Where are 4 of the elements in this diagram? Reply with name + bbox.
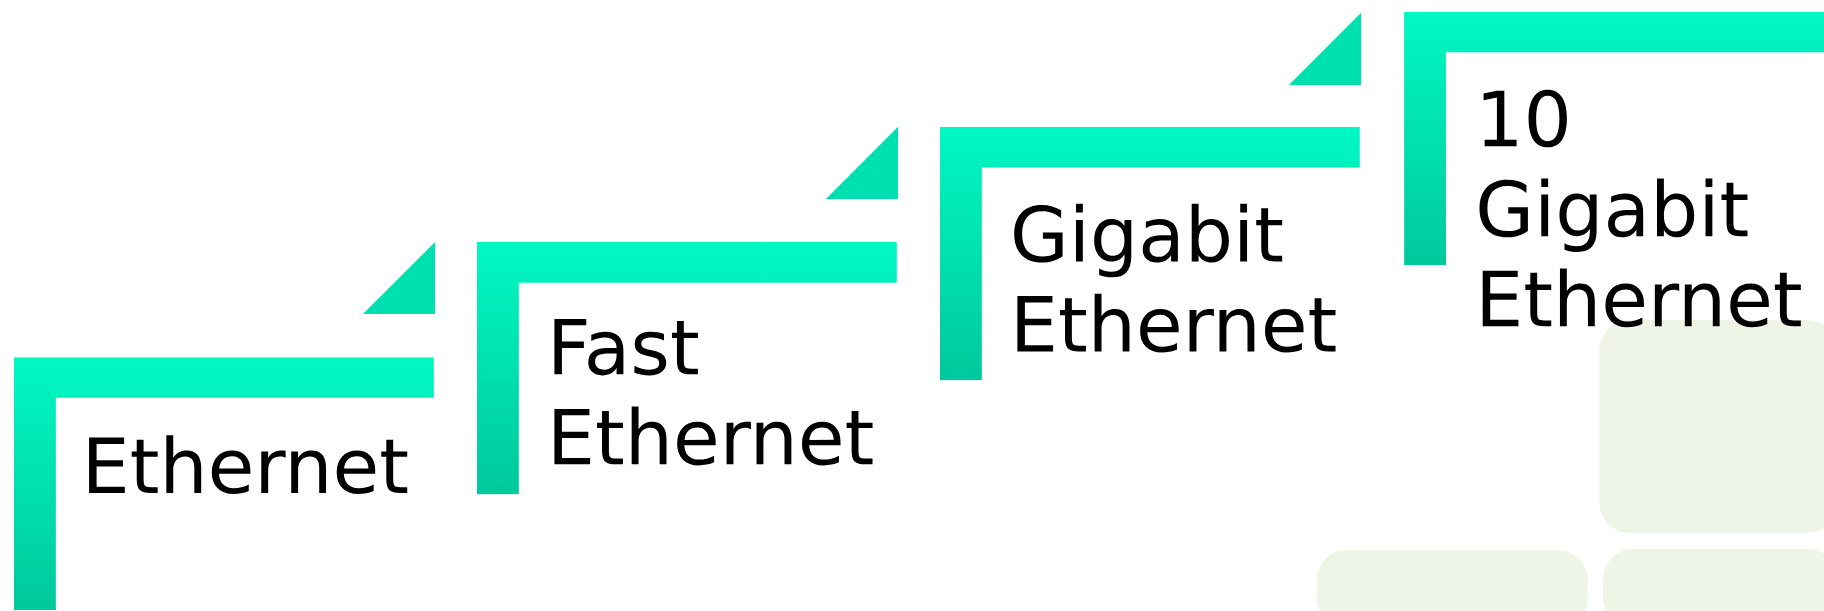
step-label: 10 Gigabit Ethernet: [1479, 89, 1801, 328]
step-label: Ethernet: [89, 435, 408, 495]
step-label: Gigabit Ethernet: [1014, 203, 1336, 353]
step-label: Fast Ethernet: [554, 319, 873, 466]
